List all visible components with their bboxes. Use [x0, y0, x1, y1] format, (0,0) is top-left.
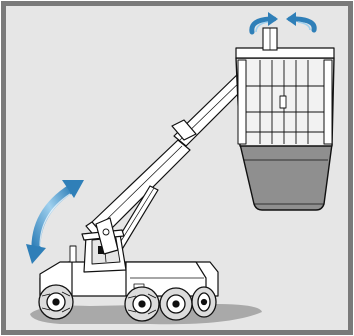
rear-wheel [39, 285, 73, 319]
front-wheel-inner [160, 288, 192, 320]
front-wheel-outer [125, 287, 159, 321]
spreader-rotator [263, 28, 277, 50]
front-wheel-far [192, 287, 216, 317]
container [236, 48, 334, 210]
